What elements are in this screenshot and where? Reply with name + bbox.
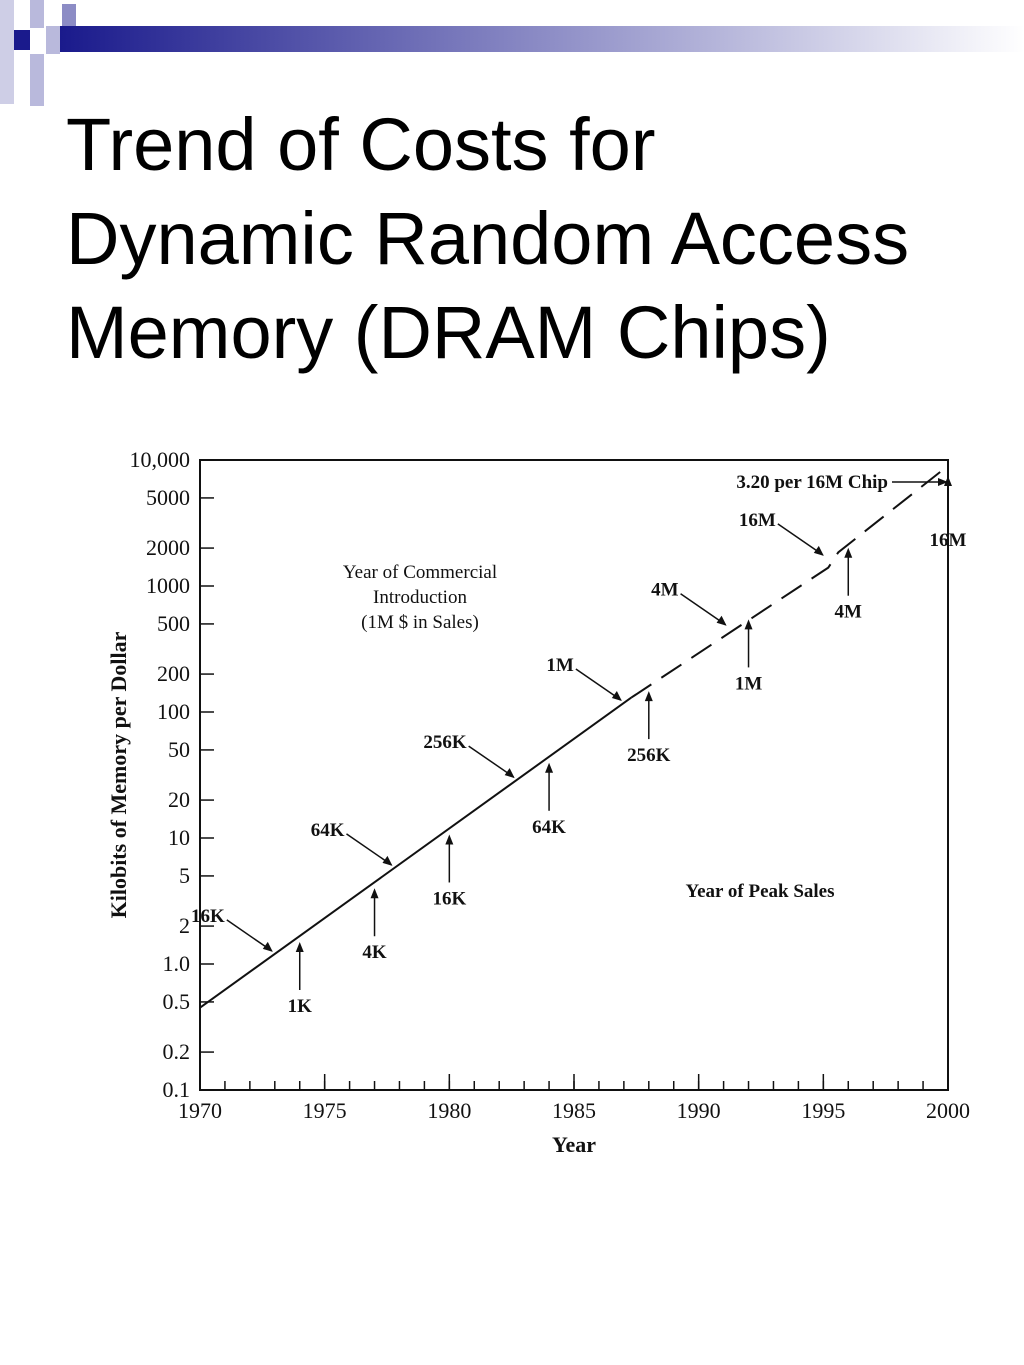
intro-pointer [468, 745, 515, 778]
y-tick-label: 0.2 [163, 1039, 191, 1064]
series-layer [199, 465, 949, 1009]
peak-label: 64K [532, 817, 566, 838]
x-tick-label: 1990 [677, 1098, 721, 1123]
intro-heading-line: Introduction [373, 587, 467, 608]
arrowhead-icon [938, 477, 948, 486]
peak-label: 16K [432, 888, 466, 909]
title-line: Memory (DRAM Chips) [66, 291, 831, 374]
intro-pointer [680, 593, 727, 626]
light-square-icon [46, 26, 60, 54]
intro-label: 16K [191, 906, 225, 927]
y-tick-label: 1.0 [163, 951, 191, 976]
y-tick-label: 2000 [146, 535, 190, 560]
light-square-icon [30, 0, 44, 28]
x-axis-label: Year [552, 1132, 596, 1157]
y-tick-label: 100 [157, 699, 190, 724]
intro-heading-line: Year of Commercial [343, 562, 497, 583]
arrowhead-icon [944, 476, 952, 487]
arrowhead-icon [844, 547, 853, 558]
y-axis-label: Kilobits of Memory per Dollar [106, 631, 131, 918]
trend-line-dashed [630, 465, 949, 699]
x-tick-label: 1970 [178, 1098, 222, 1123]
title-decoration [0, 0, 1024, 110]
arrowhead-icon [813, 545, 824, 556]
arrowhead-icon [504, 768, 515, 779]
y-tick-label: 0.5 [163, 989, 191, 1014]
x-tick-label: 1995 [801, 1098, 845, 1123]
intro-pointer [226, 919, 273, 952]
arrowhead-icon [382, 855, 393, 866]
arrowhead-icon [716, 615, 727, 626]
annotation-layer: 3.20 per 16M Chip [736, 472, 948, 493]
x-tick-label: 1980 [427, 1098, 471, 1123]
y-tick-label: 2 [179, 913, 190, 938]
arrowhead-icon [262, 941, 273, 952]
light-square-icon [0, 0, 14, 104]
y-tick-label: 0.1 [163, 1077, 191, 1102]
arrowhead-icon [545, 762, 554, 773]
dram-cost-chart: 1970 1975 1980 1985 1990 1995 2000 10,000 5000 2… [106, 447, 970, 1157]
x-tick-label: 1975 [303, 1098, 347, 1123]
title-line: Trend of Costs for [66, 103, 656, 186]
y-axis: 10,000 5000 2000 1000 500 200 100 50 20 10 5 2 1.0 0.… [130, 447, 214, 1102]
peak-sales-labels: Year of Peak Sales 1K 4K 16K 64K 256K 1M 4M 16M [288, 476, 967, 1017]
dark-square-icon [62, 4, 76, 26]
peak-label: 4K [362, 942, 387, 963]
peak-label: 1K [288, 996, 313, 1017]
y-tick-label: 500 [157, 611, 190, 636]
x-tick-label: 1985 [552, 1098, 596, 1123]
light-square-icon [30, 54, 44, 106]
arrowhead-icon [295, 942, 304, 953]
intro-label: 64K [311, 820, 345, 841]
y-tick-label: 1000 [146, 573, 190, 598]
slide-title: Trend of Costs for Dynamic Random Access… [66, 98, 1006, 380]
intro-label: 16M [739, 510, 776, 531]
arrowhead-icon [644, 691, 653, 702]
title-line: Dynamic Random Access [66, 197, 910, 280]
gradient-title-bar [60, 26, 1024, 52]
x-tick-label: 2000 [926, 1098, 970, 1123]
y-tick-label: 5 [179, 863, 190, 888]
intro-pointer [346, 833, 392, 866]
x-axis: 1970 1975 1980 1985 1990 1995 2000 [178, 1074, 970, 1123]
y-tick-label: 10,000 [130, 447, 191, 472]
y-tick-label: 20 [168, 787, 190, 812]
intro-pointer [777, 523, 824, 556]
peak-label: 4M [835, 602, 863, 623]
chip-cost-annotation: 3.20 per 16M Chip [736, 472, 888, 493]
arrowhead-icon [744, 619, 753, 630]
intro-pointer [575, 668, 622, 701]
dark-square-icon [14, 30, 30, 50]
peak-label: 1M [735, 673, 763, 694]
intro-label: 1M [546, 655, 574, 676]
peak-label: 256K [627, 745, 671, 766]
intro-label: 256K [423, 732, 467, 753]
intro-label: 4M [651, 580, 679, 601]
arrowhead-icon [611, 691, 622, 702]
y-tick-label: 5000 [146, 485, 190, 510]
intro-heading-line: (1M $ in Sales) [361, 612, 479, 633]
arrowhead-icon [370, 888, 379, 899]
y-tick-label: 200 [157, 661, 190, 686]
peak-heading: Year of Peak Sales [686, 881, 835, 902]
trend-line-solid [199, 696, 632, 1009]
y-tick-label: 10 [168, 825, 190, 850]
peak-label: 16M [930, 530, 967, 551]
arrowhead-icon [445, 834, 454, 845]
plot-frame [199, 459, 949, 1091]
y-tick-label: 50 [168, 737, 190, 762]
